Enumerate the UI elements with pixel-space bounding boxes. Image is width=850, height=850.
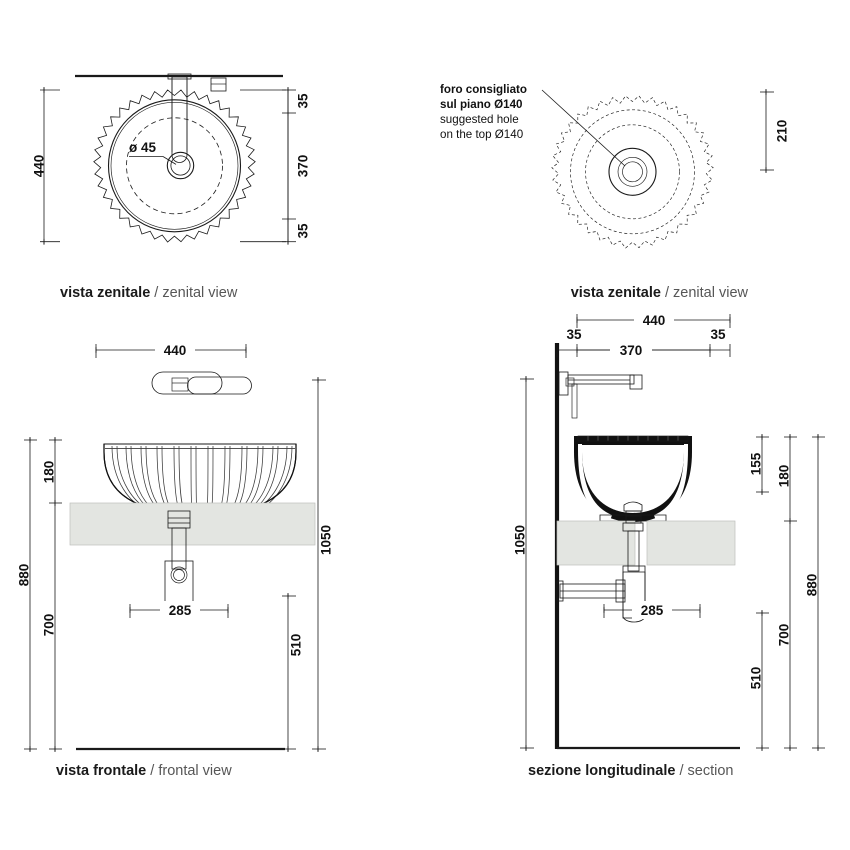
dim-285-frontal: 285	[129, 601, 229, 619]
dim-440-section: 440	[576, 311, 731, 329]
faucet-section	[558, 371, 643, 419]
dim-label-440-section: 440	[643, 313, 666, 328]
dim-285-section: 285	[603, 601, 701, 619]
dim-210: 210	[760, 89, 790, 173]
note-it-line1: foro consigliato	[440, 83, 527, 96]
dim-label-285: 285	[169, 603, 192, 618]
caption-sep: /	[150, 763, 155, 779]
dim-row-35-370-35: 370 35 35	[556, 327, 731, 359]
dim-label-370: 370	[296, 155, 311, 178]
basin-section	[574, 435, 692, 522]
dim-880-frontal: 880	[17, 437, 37, 752]
dashed-circle-outer	[570, 109, 695, 235]
basin-rim-scallops-dashed	[551, 95, 714, 249]
view-zenital-right: foro consigliato sul piano Ø140 suggeste…	[440, 83, 790, 301]
dim-label-180-section: 180	[777, 465, 792, 488]
drain-dim-label: ø 45	[129, 140, 157, 155]
caption-en: zenital view	[162, 285, 237, 301]
dim-label-155: 155	[749, 452, 764, 475]
suggested-hole-note: foro consigliato sul piano Ø140 suggeste…	[440, 83, 626, 167]
note-it-line2: sul piano Ø140	[440, 98, 522, 111]
view-section: 440 370 35 35 155 180	[513, 311, 825, 779]
dim-label-285-section: 285	[641, 603, 664, 618]
note-en-line2: on the top Ø140	[440, 128, 523, 141]
dim-label-880-section: 880	[805, 574, 820, 597]
caption-it: vista zenitale	[60, 285, 150, 301]
dim-label-510: 510	[289, 634, 304, 657]
dim-label-1050-section: 1050	[513, 525, 528, 555]
dim-stack-right-zenital: 35 370 35	[240, 87, 311, 245]
dim-label-510-section: 510	[749, 667, 764, 690]
dim-label-210: 210	[775, 120, 790, 143]
drain-assembly-section	[556, 501, 646, 623]
drain-plan	[166, 151, 195, 180]
view-zenital-left: ø 45 440 35 370 35 vista	[32, 73, 311, 301]
dim-label-35-left: 35	[566, 327, 582, 342]
caption-sep: /	[154, 285, 159, 301]
basin-rim-scallops	[93, 89, 256, 243]
caption-zenital-left: vista zenitale / zenital view	[60, 285, 238, 301]
caption-zenital-right: vista zenitale / zenital view	[571, 285, 749, 301]
dim-700-frontal: 700	[42, 500, 62, 752]
dim-440-left-zenital: 440	[32, 87, 60, 245]
inner-dashed-circle	[126, 117, 223, 215]
dashed-circle-inner	[585, 124, 680, 220]
dim-510-frontal: 510	[282, 593, 304, 752]
dim-1050-section: 1050	[513, 376, 534, 751]
caption-sep: /	[679, 763, 684, 779]
dim-label-35-top: 35	[296, 93, 311, 109]
caption-en: section	[688, 763, 734, 779]
dim-180-section: 180	[777, 434, 797, 524]
faucet-plan	[167, 73, 227, 163]
dim-label-1050: 1050	[319, 525, 334, 555]
caption-it: sezione longitudinale	[528, 763, 675, 779]
dim-700-section: 700	[777, 518, 797, 751]
caption-en: frontal view	[158, 763, 232, 779]
faucet-handle-plan	[210, 77, 227, 92]
suggested-hole-plan	[608, 147, 657, 196]
caption-en: zenital view	[673, 285, 748, 301]
dim-label-880: 880	[17, 564, 32, 587]
dim-label-180: 180	[42, 461, 57, 484]
faucet-front	[151, 371, 252, 395]
caption-it: vista frontale	[56, 763, 146, 779]
dim-440-frontal: 440	[95, 341, 247, 359]
counter-slab-frontal	[69, 502, 316, 546]
dim-510-section: 510	[749, 610, 769, 751]
counter-slab-section	[556, 520, 736, 566]
dim-label-440-frontal: 440	[164, 343, 187, 358]
note-en-line1: suggested hole	[440, 113, 519, 126]
dim-1050-frontal: 1050	[312, 377, 334, 752]
dim-label-35-bottom: 35	[296, 223, 311, 239]
dim-label-370-section: 370	[620, 343, 643, 358]
caption-sep: /	[665, 285, 670, 301]
dim-880-section: 880	[805, 434, 825, 751]
drain-callout: ø 45	[129, 140, 177, 165]
dim-label-700-section: 700	[777, 624, 792, 647]
caption-it: vista zenitale	[571, 285, 661, 301]
caption-section: sezione longitudinale / section	[528, 763, 733, 779]
view-frontal: 440 180 700 880 1050	[17, 341, 334, 779]
dim-label-440: 440	[32, 155, 47, 178]
dim-label-700: 700	[42, 614, 57, 637]
dim-label-35-right: 35	[710, 327, 726, 342]
dim-155-section: 155	[749, 434, 769, 495]
caption-frontal: vista frontale / frontal view	[56, 763, 232, 779]
dim-180-frontal: 180	[42, 437, 62, 506]
